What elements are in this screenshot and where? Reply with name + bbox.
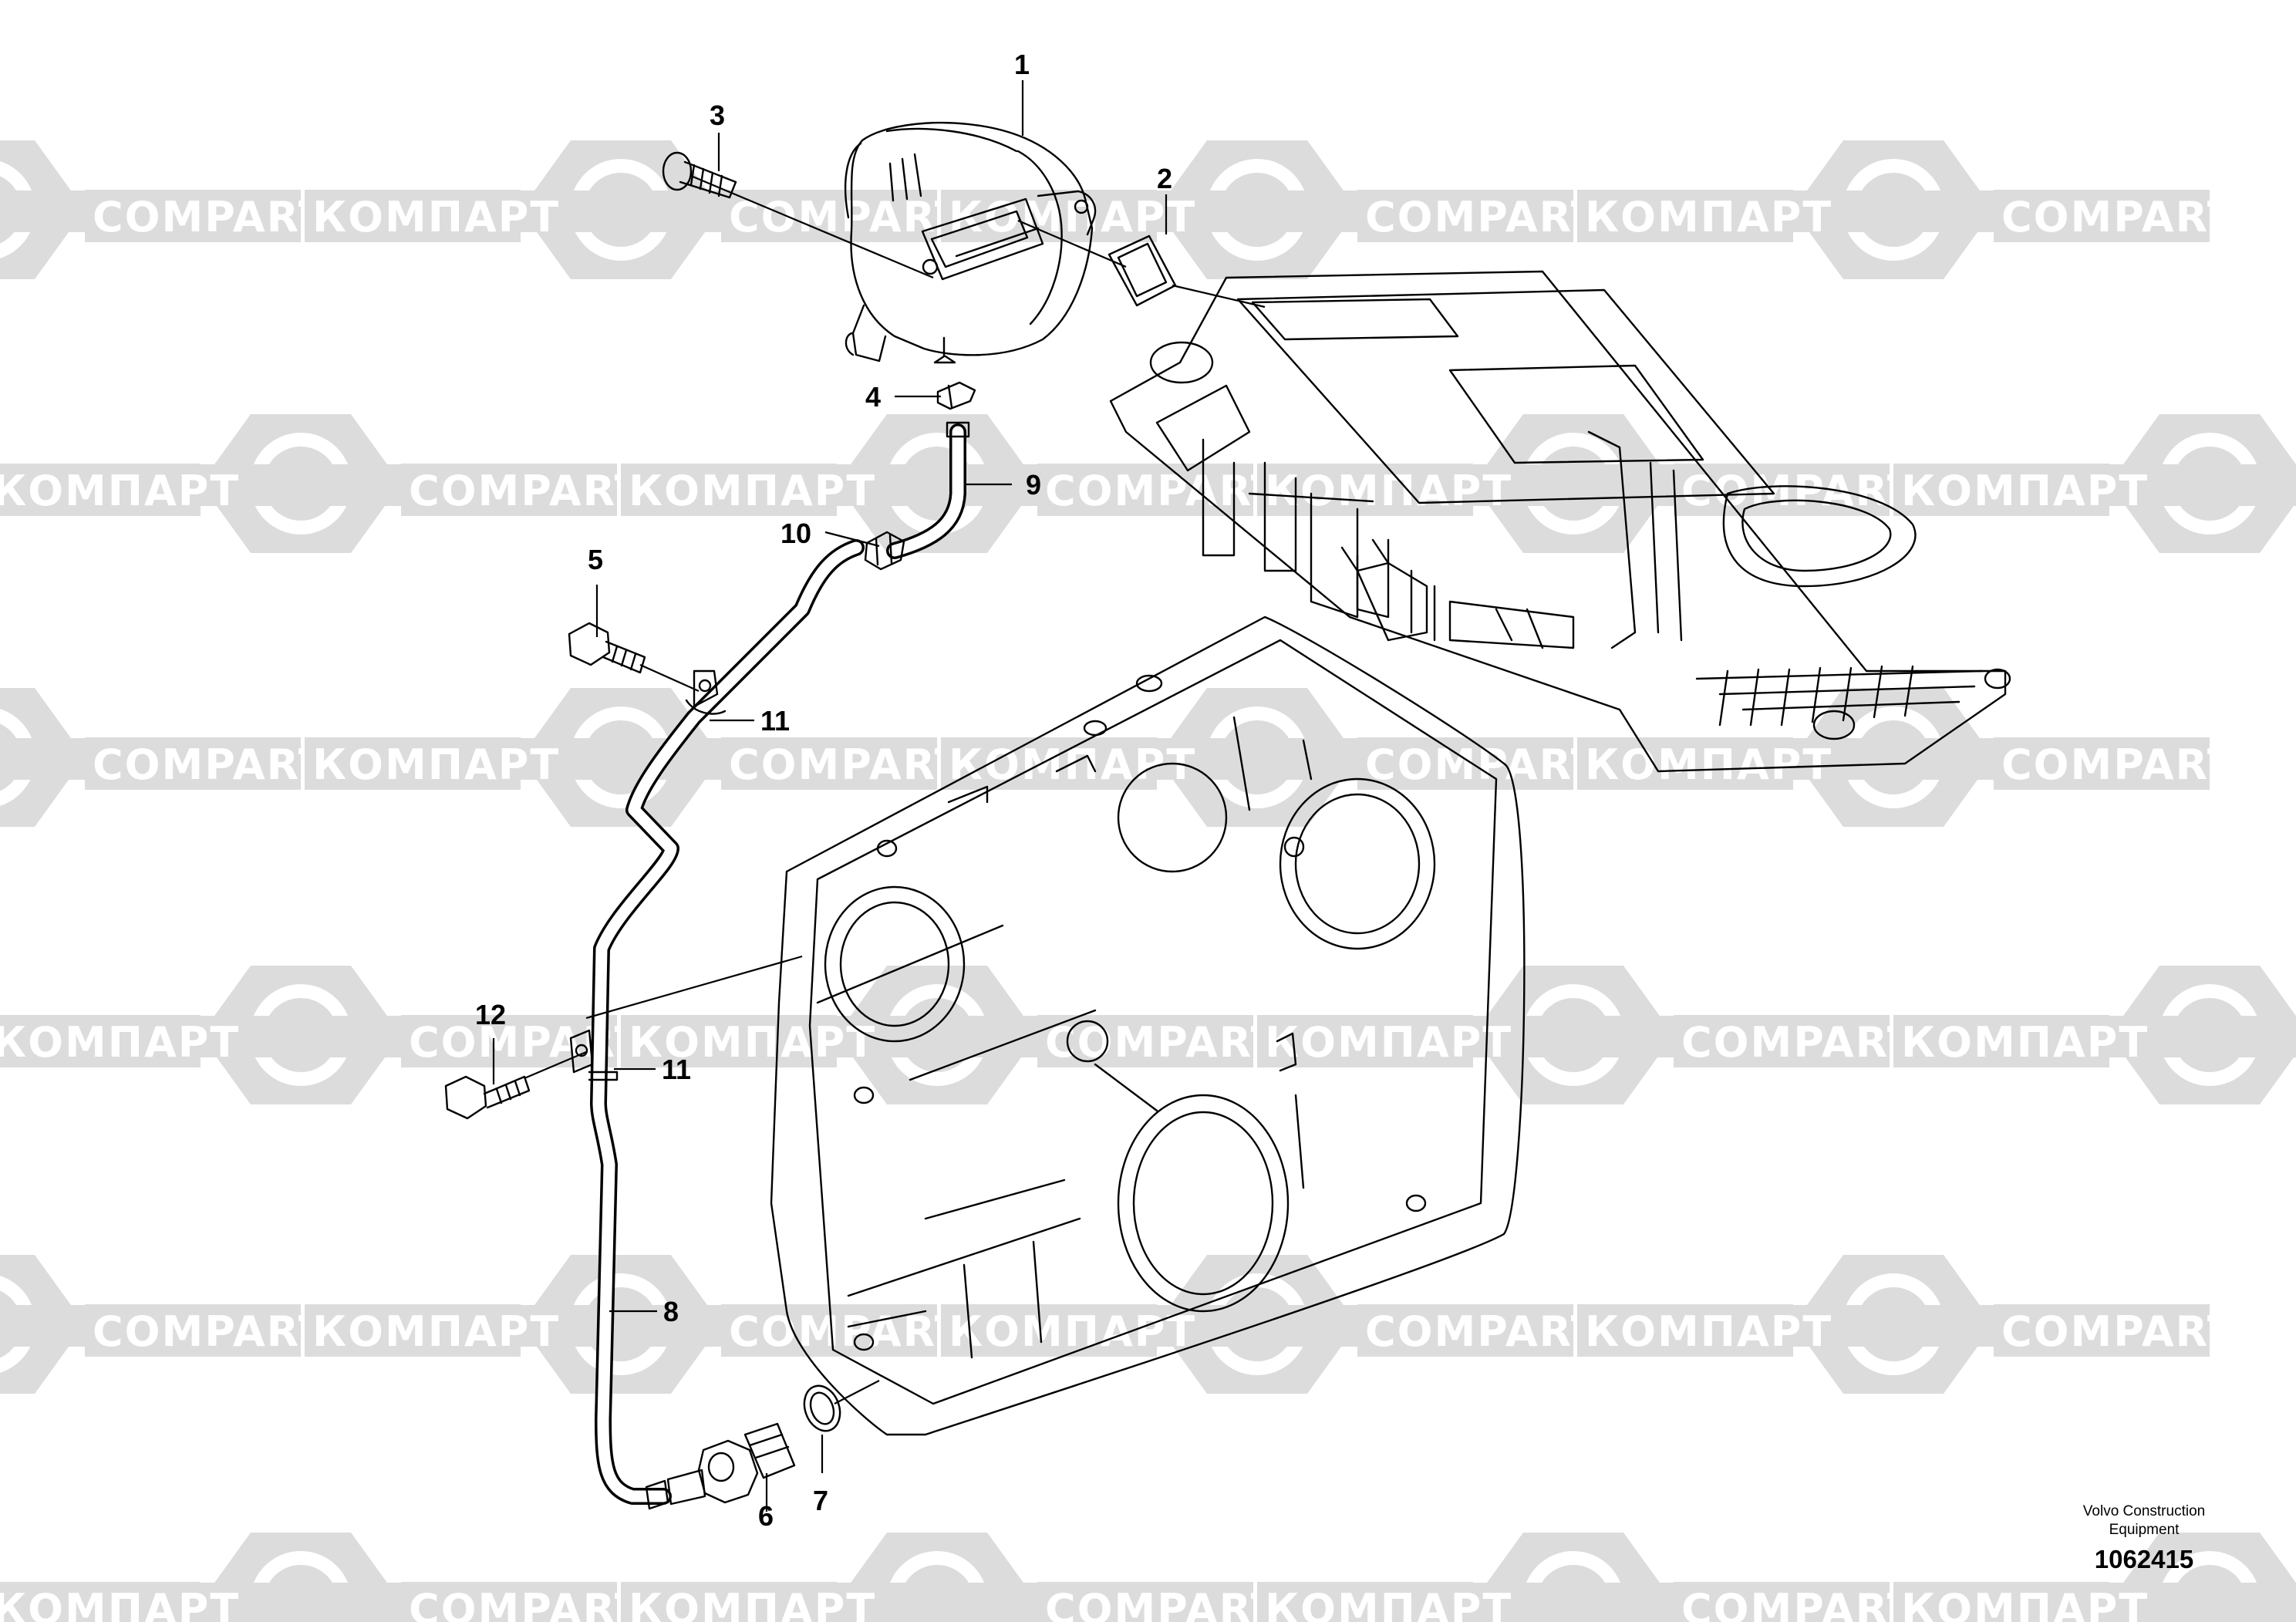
- svg-text:КОМПАРТ: КОМПАРТ: [949, 1307, 1196, 1356]
- svg-text:COMPART: COMPART: [1045, 1018, 1281, 1067]
- part-4-clamp: [936, 381, 976, 410]
- svg-text:COMPART: COMPART: [1681, 1018, 1917, 1067]
- svg-text:КОМПАРТ: КОМПАРТ: [0, 1018, 240, 1067]
- company-label: Volvo Construction Equipment: [2082, 1503, 2206, 1538]
- svg-text:КОМПАРТ: КОМПАРТ: [629, 1585, 876, 1622]
- part-12-bolt: [444, 1075, 531, 1120]
- svg-text:КОМПАРТ: КОМПАРТ: [312, 193, 560, 241]
- svg-text:КОМПАРТ: КОМПАРТ: [312, 1307, 560, 1356]
- svg-text:КОМПАРТ: КОМПАРТ: [1585, 740, 1832, 789]
- drawing-number: 1062415: [2094, 1545, 2194, 1573]
- watermark-logo: КОМПАРТ COMPART: [0, 966, 645, 1104]
- watermark-logo: КОМПАРТ COMPART: [0, 1533, 645, 1622]
- svg-text:КОМПАРТ: КОМПАРТ: [949, 193, 1196, 241]
- svg-text:КОМПАРТ: КОМПАРТ: [1265, 467, 1512, 515]
- callout-1: 1: [1014, 49, 1030, 80]
- svg-text:COMPART: COMPART: [1681, 1585, 1917, 1622]
- watermark-logo: КОМПАРТ COMPART: [1257, 1533, 1917, 1622]
- svg-text:COMPART: COMPART: [1045, 467, 1281, 515]
- watermark-logo: КОМПАРТ COMPART: [305, 1255, 965, 1394]
- watermark-logo: КОМПАРТ COMPART: [621, 966, 1281, 1104]
- callout-11-upper: 11: [760, 705, 790, 737]
- svg-text:COMPART: COMPART: [1365, 1307, 1601, 1356]
- watermark-layer: КОМПАРТCOMPARTКОМПАРТCOMPARTКОМПАРТCOMPA…: [0, 140, 2296, 1622]
- part-9-hose: [886, 421, 970, 559]
- svg-text:COMPART: COMPART: [2001, 740, 2237, 789]
- watermark-logo: КОМПАРТ COMPART: [941, 140, 1601, 279]
- svg-text:COMPART: COMPART: [729, 740, 965, 789]
- watermark-logo: КОМПАРТ COMPART: [1257, 966, 1917, 1104]
- svg-text:КОМПАРТ: КОМПАРТ: [312, 740, 560, 789]
- svg-text:COMPART: COMPART: [93, 193, 329, 241]
- watermark-logo: КОМПАРТ COMPART: [941, 1255, 1601, 1394]
- watermark-logo: КОМПАРТ COMPART: [305, 688, 965, 827]
- part-10-connector: [864, 531, 905, 571]
- svg-text:КОМПАРТ: КОМПАРТ: [1265, 1585, 1512, 1622]
- callout-6: 6: [758, 1500, 774, 1532]
- part-8-tube: [590, 539, 865, 1505]
- svg-text:КОМПАРТ: КОМПАРТ: [629, 1018, 876, 1067]
- part-2-gasket: [1108, 234, 1177, 307]
- part-11-bracket-lower: [569, 1029, 619, 1081]
- svg-text:COMPART: COMPART: [1681, 467, 1917, 515]
- svg-text:КОМПАРТ: КОМПАРТ: [1901, 467, 2149, 515]
- svg-text:COMPART: COMPART: [1045, 1585, 1281, 1622]
- watermark-logo: КОМПАРТ COMPART: [621, 414, 1281, 553]
- timing-gear-cover: [770, 615, 1526, 1436]
- svg-text:COMPART: COMPART: [2001, 193, 2237, 241]
- svg-text:КОМПАРТ: КОМПАРТ: [1585, 1307, 1832, 1356]
- callout-8: 8: [663, 1296, 679, 1327]
- callout-3: 3: [710, 99, 725, 131]
- svg-text:COMPART: COMPART: [729, 1307, 965, 1356]
- watermark-logo: КОМПАРТ COMPART: [1577, 140, 2237, 279]
- svg-text:COMPART: COMPART: [409, 1585, 645, 1622]
- callout-labels: 1 2 3 4 5 6 7 8 9 10 11 11 12: [475, 49, 1172, 1532]
- watermark-logo: КОМПАРТ COMPART: [1257, 414, 1917, 553]
- callout-5: 5: [588, 544, 603, 575]
- part-6-sensor: [645, 1422, 796, 1510]
- svg-text:COMPART: COMPART: [93, 1307, 329, 1356]
- callout-4: 4: [865, 381, 881, 413]
- watermark-logo: КОМПАРТ COMPART: [0, 414, 645, 553]
- svg-text:КОМПАРТ: КОМПАРТ: [0, 467, 240, 515]
- svg-text:COMPART: COMPART: [409, 1018, 645, 1067]
- svg-text:КОМПАРТ: КОМПАРТ: [1901, 1585, 2149, 1622]
- part-3-bolt: [662, 151, 737, 199]
- svg-text:КОМПАРТ: КОМПАРТ: [1585, 193, 1832, 241]
- watermark-logo: КОМПАРТ COMPART: [621, 1533, 1281, 1622]
- svg-text:COMPART: COMPART: [409, 467, 645, 515]
- svg-text:КОМПАРТ: КОМПАРТ: [1901, 1018, 2149, 1067]
- svg-text:COMPART: COMPART: [1365, 193, 1601, 241]
- part-7-o-ring: [803, 1384, 841, 1432]
- svg-text:COMPART: COMPART: [93, 740, 329, 789]
- callout-9: 9: [1026, 469, 1041, 501]
- svg-text:КОМПАРТ: КОМПАРТ: [0, 1585, 240, 1622]
- callout-12: 12: [475, 999, 506, 1030]
- callout-10: 10: [781, 518, 811, 549]
- part-5-bolt: [568, 622, 646, 674]
- svg-text:КОМПАРТ: КОМПАРТ: [1265, 1018, 1512, 1067]
- part-11-bracket-upper: [685, 669, 727, 715]
- svg-text:COMPART: COMPART: [2001, 1307, 2237, 1356]
- svg-text:КОМПАРТ: КОМПАРТ: [629, 467, 876, 515]
- part-1-oil-separator: [845, 121, 1097, 364]
- callout-2: 2: [1157, 163, 1172, 194]
- callout-7: 7: [813, 1485, 828, 1516]
- callout-11-lower: 11: [662, 1054, 691, 1085]
- watermark-logo: КОМПАРТ COMPART: [1577, 688, 2237, 827]
- valve-cover-housing: [1109, 270, 2011, 773]
- leader-lines: [492, 80, 1266, 1512]
- watermark-logo: КОМПАРТ COMPART: [1577, 1255, 2237, 1394]
